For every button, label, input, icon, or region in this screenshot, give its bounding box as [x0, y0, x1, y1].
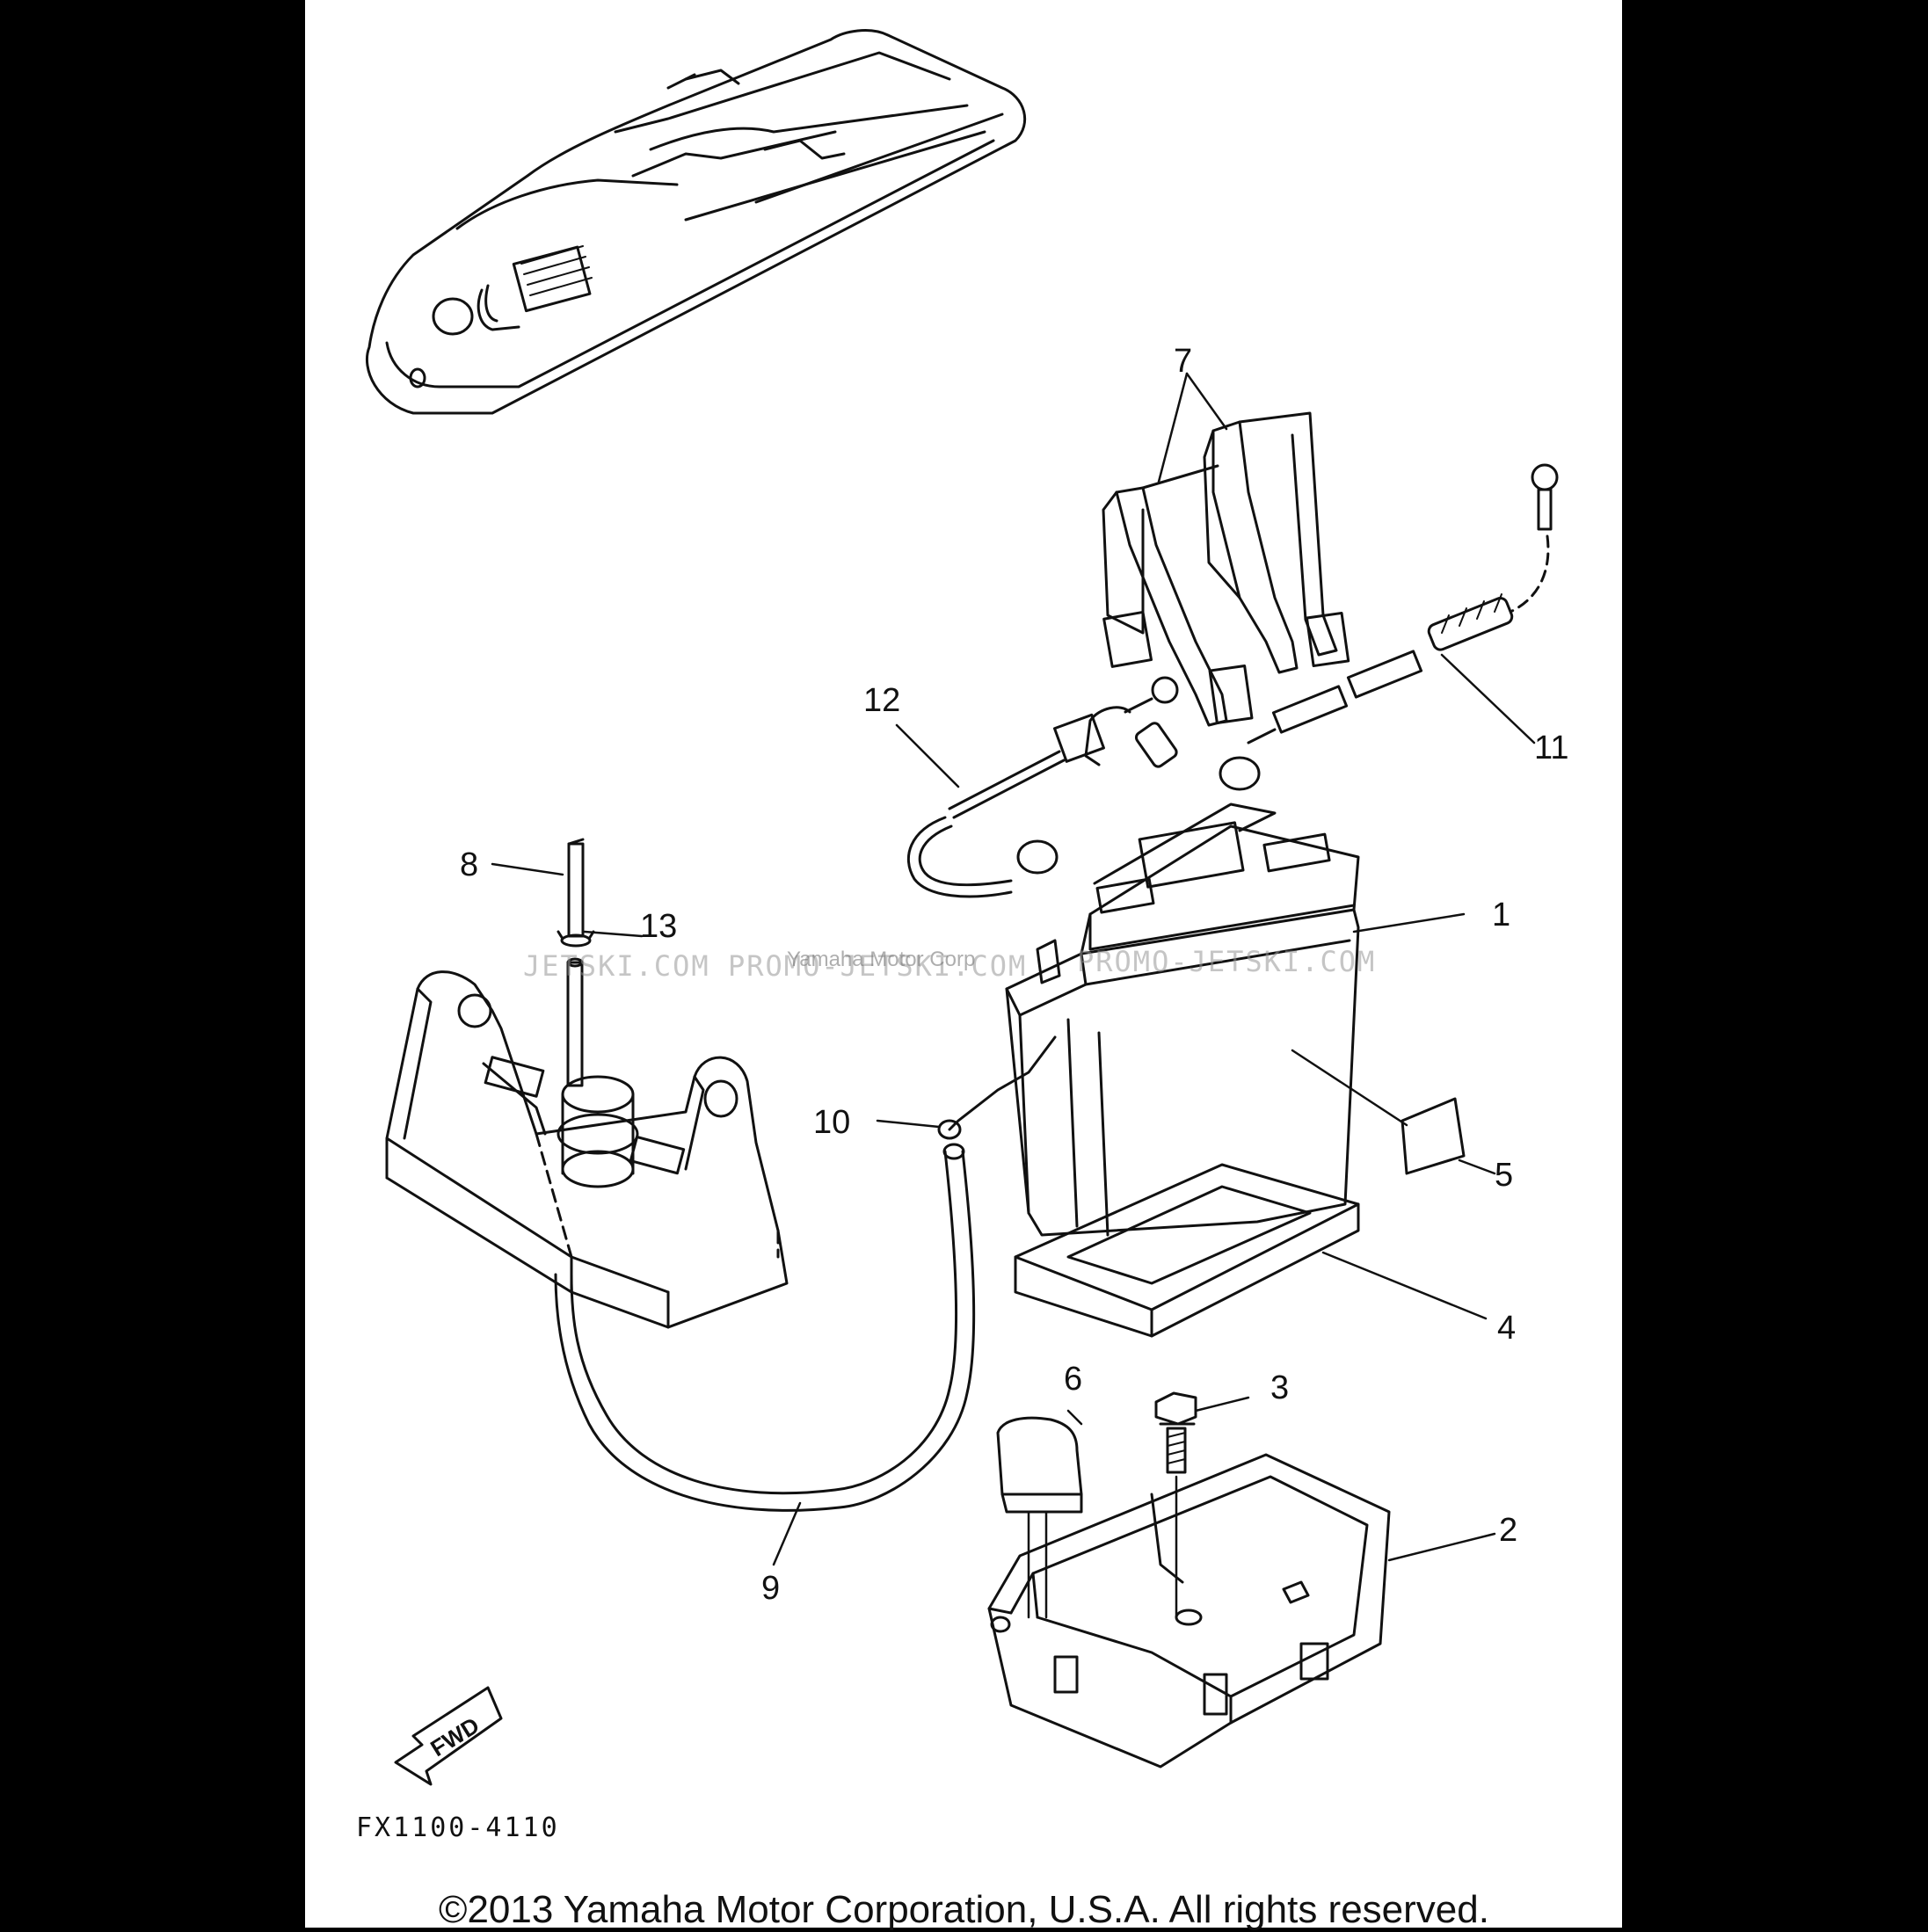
positive-cable	[1219, 463, 1559, 791]
callout-6: 6	[1064, 1361, 1083, 1398]
callout-12: 12	[863, 682, 901, 719]
battery-holder	[385, 957, 789, 1329]
callout-10: 10	[813, 1104, 851, 1141]
terminal-cover	[996, 1409, 1083, 1619]
fwd-label: FWD	[426, 1711, 484, 1761]
battery-straps	[1102, 372, 1350, 727]
drawing-code: FX1100-4110	[356, 1812, 560, 1843]
callout-13: 13	[640, 908, 678, 945]
watermark-right: PROMO-JETSKI.COM	[1077, 945, 1377, 978]
watermark-overlay: Yamaha Motor Corp	[787, 948, 976, 971]
callout-11: 11	[1534, 730, 1569, 766]
battery	[1005, 803, 1466, 1237]
callout-7: 7	[1174, 343, 1193, 380]
negative-cable	[895, 676, 1179, 898]
battery-pad	[1014, 1163, 1488, 1338]
watermark-middle: PROMO-JETSKI.COM	[728, 949, 1028, 983]
breather-hose	[554, 1035, 1057, 1566]
battery-box	[987, 1453, 1496, 1769]
diagram-sheet	[305, 0, 1622, 1928]
callout-8: 8	[460, 846, 479, 883]
vent-pipe	[491, 838, 585, 938]
callout-3: 3	[1270, 1369, 1290, 1406]
copyright-notice: ©2013 Yamaha Motor Corporation, U.S.A. A…	[439, 1888, 1489, 1931]
watermark-left: JETSKI.COM	[523, 949, 710, 983]
callout-9: 9	[761, 1570, 781, 1607]
jetski-overview	[365, 29, 1027, 415]
hose-clamp	[557, 930, 644, 948]
callout-5: 5	[1495, 1157, 1514, 1194]
bolt	[1154, 1391, 1250, 1619]
callout-2: 2	[1499, 1512, 1518, 1549]
callout-1: 1	[1492, 897, 1511, 933]
callout-4: 4	[1497, 1310, 1517, 1347]
fwd-arrow-icon: FWD	[394, 1686, 503, 1786]
battery-label	[1291, 1049, 1496, 1175]
